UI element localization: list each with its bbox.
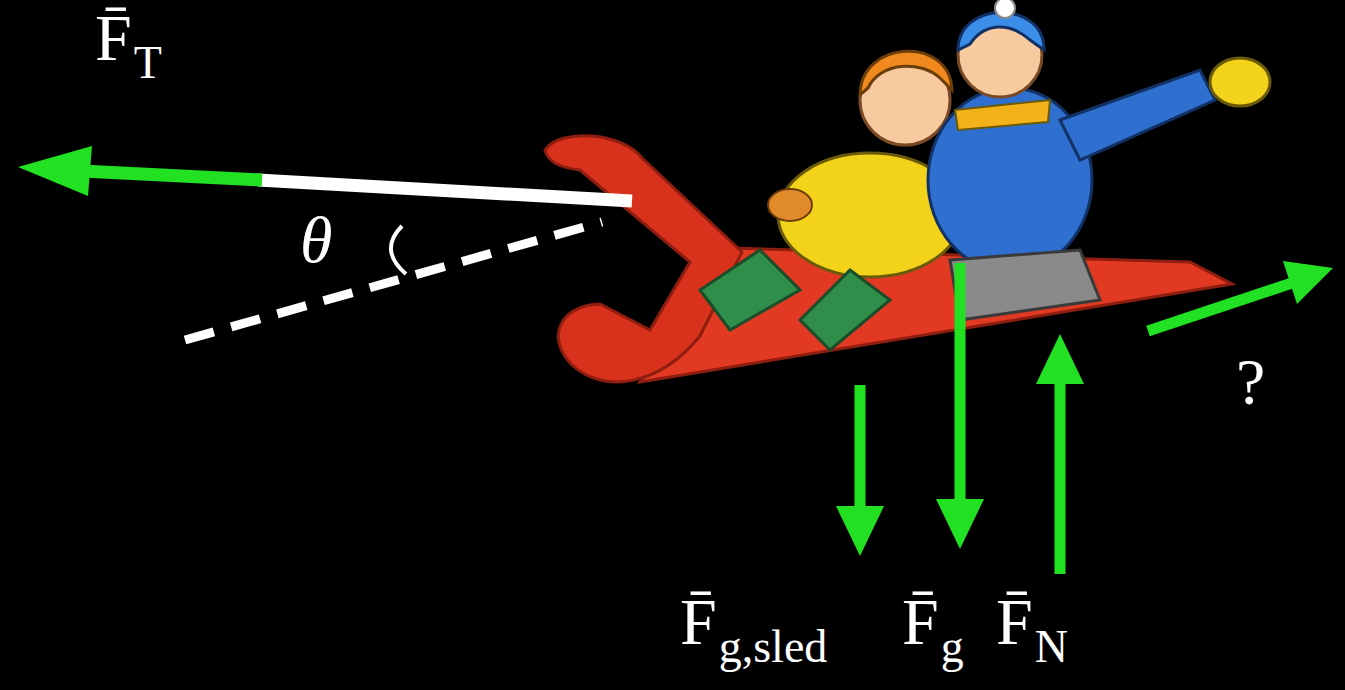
kid-mitten — [1210, 58, 1270, 106]
kid-arm — [1060, 70, 1215, 160]
force-symbol: F̄ — [95, 0, 132, 77]
force-subscript: g — [941, 619, 964, 674]
force-arrowhead — [836, 506, 884, 556]
force-arrowhead — [1036, 334, 1084, 384]
kid-mitten — [768, 189, 812, 221]
force-arrow — [855, 385, 866, 512]
force-symbol: F̄ — [902, 582, 939, 661]
force-arrow — [1055, 378, 1066, 574]
kid-boot — [800, 270, 890, 350]
kid-hat — [860, 51, 952, 95]
force-symbol: F̄ — [680, 582, 717, 661]
force-subscript: T — [134, 35, 162, 90]
kid-boot — [700, 250, 800, 330]
force-label: F̄N — [996, 582, 1068, 661]
tension-arrowhead — [18, 146, 92, 196]
force-label: θ — [300, 200, 332, 279]
force-label: F̄T — [95, 0, 162, 77]
force-symbol: F̄ — [996, 582, 1033, 661]
reference-line — [185, 222, 602, 340]
force-subscript: g,sled — [719, 619, 828, 674]
force-subscript: N — [1035, 619, 1068, 674]
unknown-force-arrowhead — [1283, 261, 1333, 304]
angle-arc — [391, 226, 406, 274]
force-label: F̄g — [902, 582, 964, 661]
kid-scarf — [955, 100, 1050, 130]
force-arrow — [955, 263, 966, 505]
hat-pompom — [995, 0, 1015, 18]
force-label: F̄g,sled — [680, 582, 827, 661]
sled-curl — [545, 136, 742, 382]
tow-rope — [258, 180, 632, 201]
unknown-force-arrow — [1148, 283, 1292, 331]
force-arrowhead — [936, 499, 984, 549]
tension-arrow — [82, 171, 262, 180]
kid-pants — [950, 250, 1100, 320]
kid-jacket — [928, 88, 1092, 272]
force-label: ? — [1236, 342, 1265, 421]
